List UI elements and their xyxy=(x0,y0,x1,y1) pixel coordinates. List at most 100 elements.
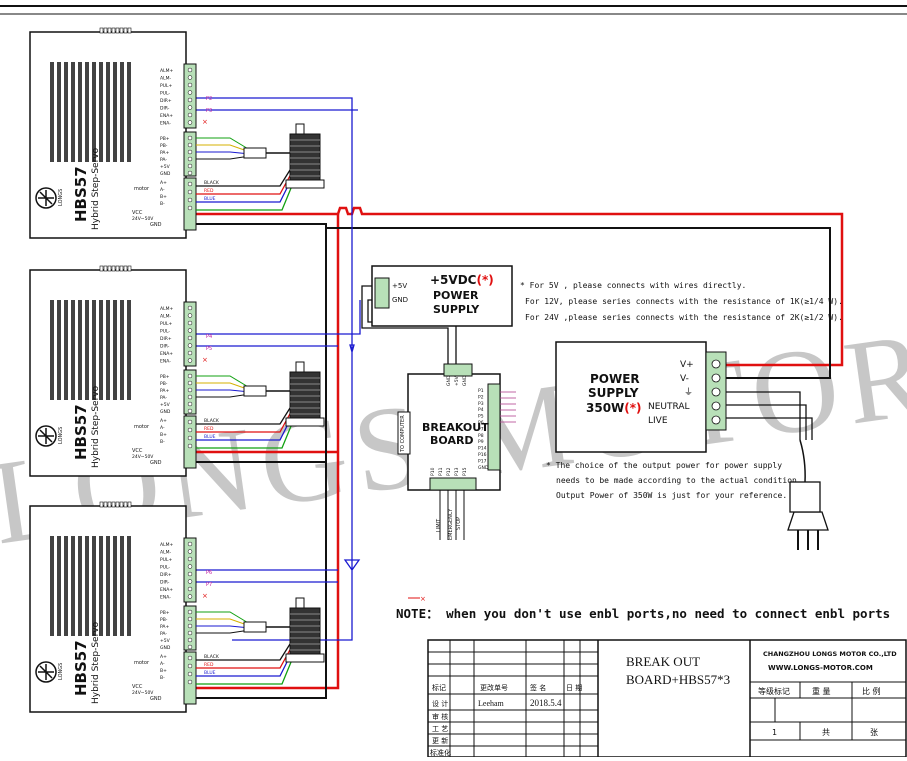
terminal-screw xyxy=(187,320,193,326)
port-label: GND xyxy=(160,645,171,651)
terminal-screw xyxy=(187,313,193,318)
wire-label: P4 xyxy=(206,334,212,340)
port-label: B+ xyxy=(160,194,167,200)
terminal-screw xyxy=(187,609,193,615)
black-bus-d3 xyxy=(190,224,327,699)
motor-label: motor xyxy=(134,660,150,666)
notes-psu: * The choice of the output power for pow… xyxy=(546,461,802,500)
title-block xyxy=(427,639,907,758)
terminal-screw xyxy=(187,630,193,636)
port-label: ENA+ xyxy=(160,587,173,593)
fin xyxy=(92,300,96,400)
terminal-screw xyxy=(187,443,193,449)
note-psu-3: Output Power of 350W is just for your re… xyxy=(556,491,787,500)
terminal-screw xyxy=(187,419,193,425)
note-psu-1: * The choice of the output power for pow… xyxy=(546,461,782,470)
black-bus-main xyxy=(190,223,831,379)
fin xyxy=(127,536,131,636)
vent xyxy=(119,265,124,272)
vent xyxy=(115,27,120,34)
notes-5v: * For 5V , please connects with wires di… xyxy=(520,281,843,322)
tb-sheet-count: 1 xyxy=(772,728,777,737)
vent xyxy=(99,27,104,34)
vent xyxy=(115,501,120,508)
port-label: PA- xyxy=(160,631,167,637)
port-label: +5V xyxy=(160,164,171,170)
fin xyxy=(99,62,103,162)
terminal-screw xyxy=(187,594,193,599)
power-cord xyxy=(708,391,813,440)
breakout-bottom-label-2: EMERGENCY xyxy=(448,508,454,540)
terminal-screw xyxy=(187,401,193,407)
tb-stage-h2: 重 量 xyxy=(812,686,831,696)
longs-logo-icon xyxy=(35,425,57,447)
breakout-right-terminal xyxy=(487,383,501,471)
tb-label-4: 更 新 xyxy=(432,736,448,745)
driver-model: HBS57 xyxy=(72,404,90,460)
gnd-label: GND xyxy=(150,696,162,702)
enbl-x-mark: × xyxy=(202,592,208,600)
vcc-label: VCC xyxy=(132,448,143,454)
breakout-pin: P5 xyxy=(478,414,484,420)
breakout-bottom-terminal xyxy=(429,477,477,491)
encoder-wires xyxy=(196,611,251,634)
psu-5v-pin2: GND xyxy=(392,296,408,304)
port-label: A+ xyxy=(160,654,167,660)
driver-terminal-motor xyxy=(183,415,197,469)
vent xyxy=(107,27,112,34)
breakout-pin: GND xyxy=(462,375,468,386)
terminal-screw xyxy=(187,671,193,677)
terminal-screw xyxy=(187,343,193,348)
wire-label: P3 xyxy=(206,108,212,114)
terminal-screw xyxy=(187,380,193,386)
stepper-motor-icon xyxy=(285,361,325,427)
wire-color-label: BLACK xyxy=(204,180,220,186)
longs-logo-icon xyxy=(35,661,57,683)
psu-terminal-screw xyxy=(711,401,721,411)
encoder-wires xyxy=(196,137,251,160)
vent xyxy=(119,501,124,508)
terminal-screw xyxy=(187,387,193,393)
psu-terminal-screw xyxy=(711,415,721,425)
driver-terminal-top xyxy=(183,63,197,129)
psu-5v-terminal xyxy=(374,277,390,309)
note-text: NOTE： when you don't use enbl ports,no n… xyxy=(396,606,890,621)
vent xyxy=(103,501,108,508)
driver-subtitle: Hybrid Step-Servo xyxy=(91,147,101,230)
vent xyxy=(111,265,116,272)
tb-row-h4: 日 期 xyxy=(566,684,582,692)
terminal-screw xyxy=(187,163,193,169)
terminal-screw xyxy=(187,373,193,379)
port-label: B- xyxy=(160,201,165,207)
fin xyxy=(71,62,75,162)
terminal-screw xyxy=(187,616,193,622)
tb-label-2: 审 核 xyxy=(432,712,448,721)
breakout-pin: P15 xyxy=(462,467,468,476)
tb-row-h3: 签 名 xyxy=(530,683,546,692)
vent xyxy=(111,27,116,34)
breakout-pin: P16 xyxy=(478,452,487,458)
psu-5v-line2: POWER xyxy=(433,289,479,302)
terminal-screw xyxy=(187,197,193,203)
vcc-value: 24V~50V xyxy=(132,690,154,696)
breakout-pin: GND xyxy=(478,465,489,471)
gnd-label: GND xyxy=(150,460,162,466)
wire-color-label: BLUE xyxy=(204,434,216,440)
driver-subtitle: Hybrid Step-Servo xyxy=(91,621,101,704)
enbl-x-mark: × xyxy=(202,356,208,364)
port-label: PUL+ xyxy=(160,321,173,327)
breakout-db25 xyxy=(397,411,411,455)
encoder-wires xyxy=(196,375,251,398)
tb-label-5: 标准化 xyxy=(430,748,451,757)
psu-terminal-label: ⏚ xyxy=(684,387,693,398)
terminal-screw xyxy=(187,90,193,95)
driver-terminal-top xyxy=(183,301,197,367)
fin xyxy=(85,300,89,400)
vent xyxy=(107,501,112,508)
terminal-screw xyxy=(187,679,193,685)
psu-350w-line2: SUPPLY xyxy=(588,386,639,400)
port-label: +5V xyxy=(160,402,171,408)
